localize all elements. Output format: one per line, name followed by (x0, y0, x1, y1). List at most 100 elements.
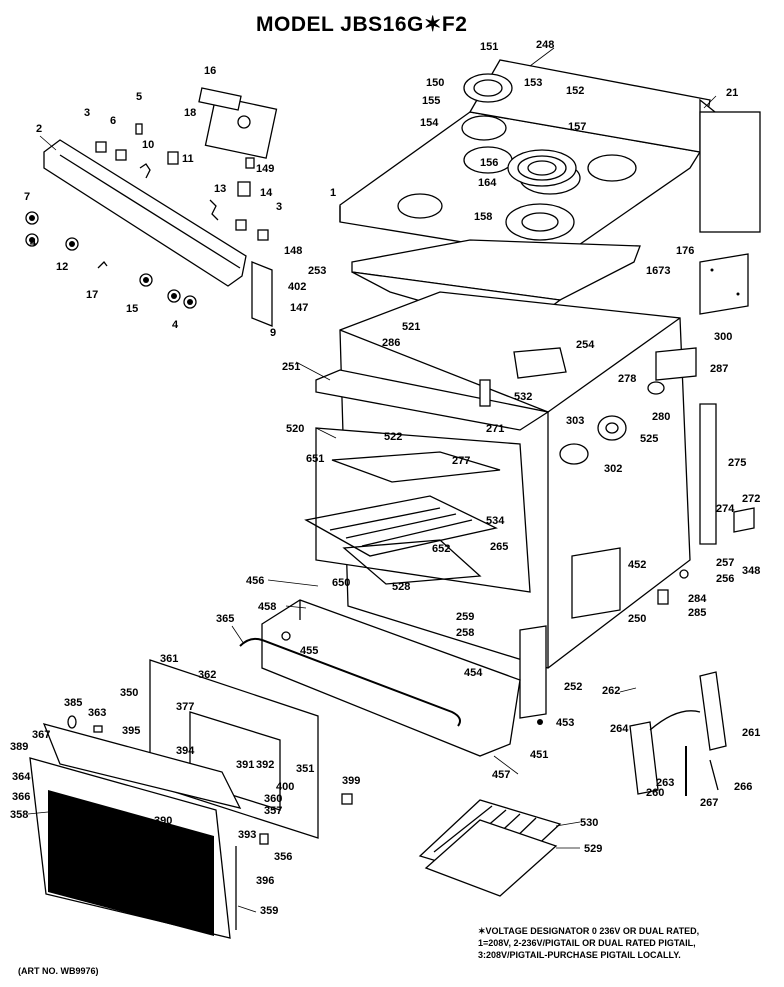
part-label: 261 (742, 727, 760, 739)
part-label: 391 (236, 759, 254, 771)
part-label: 277 (452, 455, 470, 467)
part-label: 254 (576, 339, 595, 351)
part-label: 5 (136, 91, 142, 103)
part-label: 361 (160, 653, 178, 665)
part-label: 389 (10, 741, 28, 753)
part-label: 457 (492, 769, 510, 781)
part-label: 350 (120, 687, 138, 699)
part-label: 525 (640, 433, 658, 445)
part-label: 650 (332, 577, 350, 589)
part-label: 152 (566, 85, 584, 97)
part-label: 392 (256, 759, 274, 771)
broiler-pan (418, 799, 562, 897)
part-label: 280 (652, 411, 670, 423)
part-label: 394 (176, 745, 195, 757)
part-label: 266 (734, 781, 752, 793)
part-label: 520 (286, 423, 304, 435)
part-label: 18 (184, 107, 196, 119)
part-label: 285 (688, 607, 706, 619)
part-label: 1673 (646, 265, 670, 277)
part-label: 11 (182, 153, 194, 165)
part-label: 253 (308, 265, 326, 277)
cooktop (339, 59, 761, 259)
oven-door (29, 659, 353, 939)
part-label: 356 (274, 851, 292, 863)
part-label: 147 (290, 302, 308, 314)
part-label: 257 (716, 557, 734, 569)
part-label: 455 (300, 645, 318, 657)
part-label: 453 (556, 717, 574, 729)
part-label: 271 (486, 423, 504, 435)
art-number: (ART NO. WB9976) (18, 966, 99, 976)
voltage-footnote: ✶VOLTAGE DESIGNATOR 0 236V OR DUAL RATED… (478, 926, 699, 960)
part-label: 365 (216, 613, 234, 625)
part-label: 9 (270, 327, 276, 339)
footnote-line: 1=208V, 2-236V/PIGTAIL OR DUAL RATED PIG… (478, 938, 696, 948)
part-label: 149 (256, 163, 274, 175)
oven-body (315, 291, 691, 669)
surface-units (461, 73, 577, 241)
part-label: 400 (276, 781, 294, 793)
part-label: 287 (710, 363, 728, 375)
part-label: 364 (12, 771, 31, 783)
part-label: 12 (56, 261, 68, 273)
part-label: 260 (646, 787, 664, 799)
part-label: 451 (530, 749, 548, 761)
part-label: 393 (238, 829, 256, 841)
part-label: 164 (478, 177, 497, 189)
part-label: 265 (490, 541, 508, 553)
part-label: 402 (288, 281, 306, 293)
footnote-line: ✶VOLTAGE DESIGNATOR 0 236V OR DUAL RATED… (478, 926, 699, 936)
part-label: 17 (86, 289, 98, 301)
part-label: 6 (110, 115, 116, 127)
model-title: MODEL JBS16G✶F2 (256, 13, 467, 36)
part-label: 399 (342, 775, 360, 787)
part-label: 258 (456, 627, 474, 639)
part-label: 530 (580, 817, 598, 829)
part-label: 252 (564, 681, 582, 693)
part-labels: 1 2 3 3 4 4 5 6 7 9 10 11 12 13 14 15 16… (10, 39, 760, 917)
part-label: 1 (330, 187, 336, 199)
part-label: 284 (688, 593, 707, 605)
part-label: 14 (260, 187, 273, 199)
part-label: 360 (264, 793, 282, 805)
part-label: 396 (256, 875, 274, 887)
part-label: 348 (742, 565, 760, 577)
part-label: 262 (602, 685, 620, 697)
part-label: 156 (480, 157, 498, 169)
part-label: 157 (568, 121, 586, 133)
part-label: 651 (306, 453, 324, 465)
part-label: 362 (198, 669, 216, 681)
part-label: 529 (584, 843, 602, 855)
part-label: 263 (656, 777, 674, 789)
part-label: 15 (126, 303, 138, 315)
part-label: 250 (628, 613, 646, 625)
part-label: 351 (296, 763, 314, 775)
part-label: 4 (30, 237, 37, 249)
part-label: 176 (676, 245, 694, 257)
control-panel (43, 87, 278, 327)
part-label: 155 (422, 95, 440, 107)
part-label: 151 (480, 41, 498, 53)
part-label: 4 (172, 319, 179, 331)
side-trim-parts (519, 347, 755, 719)
part-label: 359 (260, 905, 278, 917)
part-label: 363 (88, 707, 106, 719)
part-label: 148 (284, 245, 302, 257)
part-label: 16 (204, 65, 216, 77)
part-label: 652 (432, 543, 450, 555)
switches (95, 123, 269, 269)
part-label: 154 (420, 117, 439, 129)
part-label: 251 (282, 361, 300, 373)
part-label: 7 (24, 191, 30, 203)
part-label: 272 (742, 493, 760, 505)
part-label: 264 (610, 723, 629, 735)
part-label: 153 (524, 77, 542, 89)
part-label: 259 (456, 611, 474, 623)
part-label: 358 (10, 809, 28, 821)
part-label: 267 (700, 797, 718, 809)
part-label: 456 (246, 575, 264, 587)
part-label: 248 (536, 39, 554, 51)
part-label: 275 (728, 457, 746, 469)
